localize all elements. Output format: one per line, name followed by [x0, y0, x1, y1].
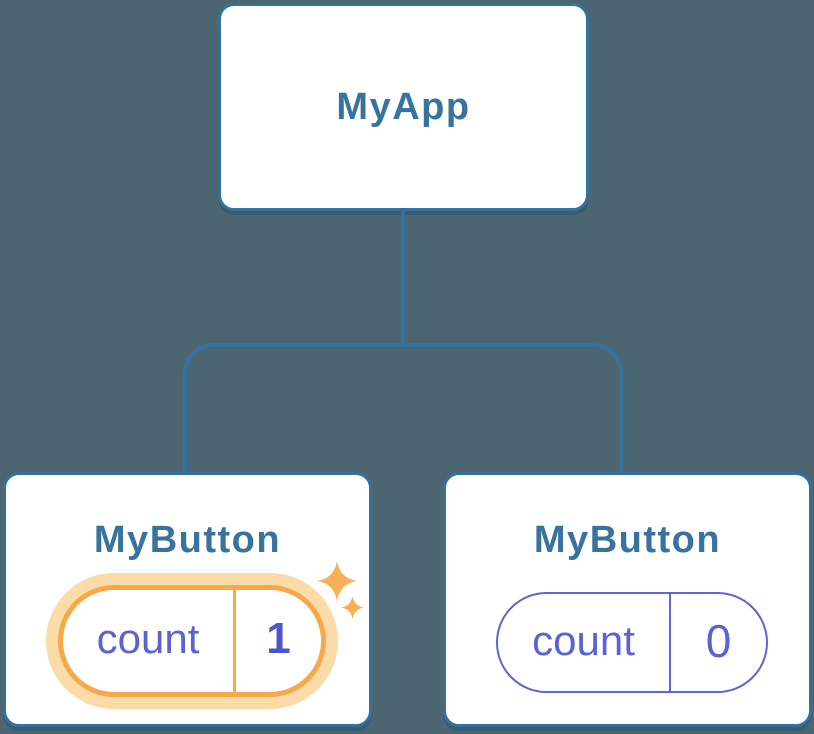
state-value: 1	[266, 614, 291, 663]
state-key: count	[532, 616, 635, 664]
state-pill: count 0	[496, 592, 768, 693]
node-label-mybutton-left: MyButton	[93, 519, 282, 561]
node-label-myapp: MyApp	[336, 86, 471, 128]
pill-divider	[669, 594, 671, 691]
pill-divider	[233, 590, 236, 692]
tree-node-mybutton-left: MyButton count 1	[3, 472, 372, 727]
sparkle-icon	[341, 596, 364, 619]
connector-branch	[183, 343, 623, 475]
connector-stem	[401, 210, 405, 347]
state-pill-highlighted: count 1	[58, 585, 326, 697]
state-value: 0	[705, 614, 732, 667]
node-label-mybutton-right: MyButton	[533, 519, 722, 561]
sparkle-icon	[317, 561, 357, 601]
state-key: count	[96, 615, 200, 662]
tree-node-mybutton-right: MyButton count 0	[443, 472, 812, 727]
tree-node-myapp: MyApp	[218, 3, 589, 211]
